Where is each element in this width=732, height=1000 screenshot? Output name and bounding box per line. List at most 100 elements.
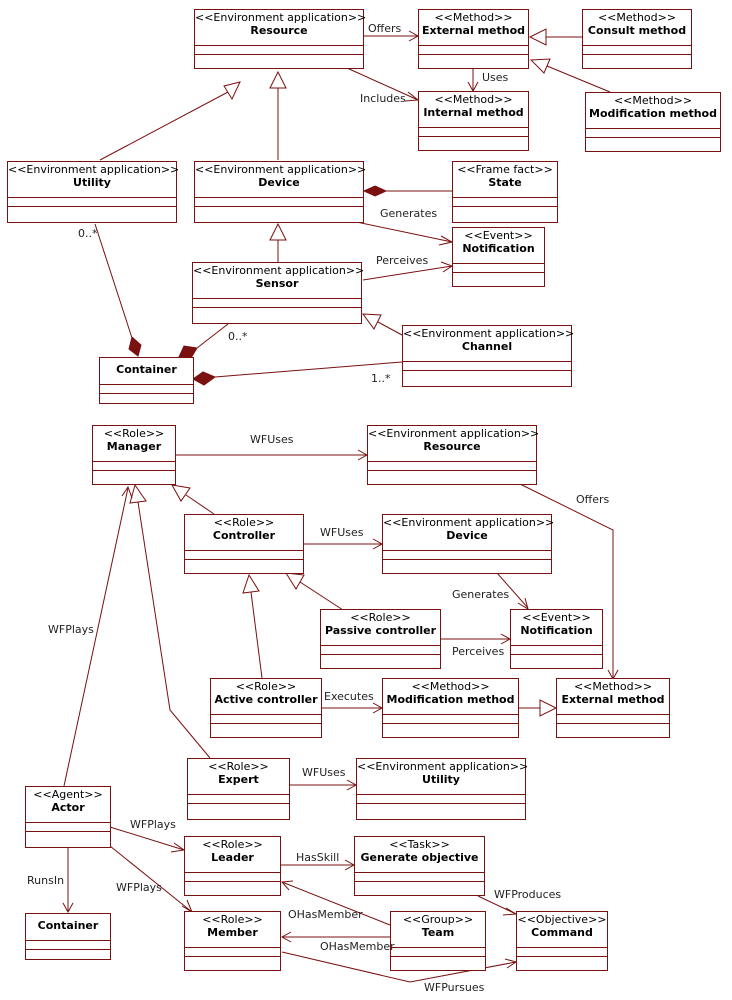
- attributes-compartment: [93, 462, 175, 471]
- label-generates: Generates: [380, 207, 438, 220]
- class-channel[interactable]: <<Environment application>>Channel: [402, 325, 574, 387]
- utility-generalization: [99, 91, 229, 161]
- class-generate-objective[interactable]: <<Task>>Generate objective: [354, 836, 485, 896]
- attributes-compartment: [419, 46, 528, 55]
- attributes-compartment: [453, 198, 557, 207]
- class-member[interactable]: <<Role>>Member: [184, 911, 281, 971]
- attributes-compartment: [26, 941, 110, 950]
- class-external-method[interactable]: <<Method>>External method: [556, 678, 670, 738]
- composition-diamond: [192, 371, 217, 386]
- generalization-triangle: [269, 222, 287, 241]
- attributes-compartment: [583, 46, 691, 55]
- class-command[interactable]: <<Objective>>Command: [516, 911, 608, 971]
- class-notification[interactable]: <<Event>>Notification: [452, 227, 545, 287]
- label-generates: Generates: [452, 588, 510, 601]
- generalization-triangle: [285, 572, 305, 590]
- attributes-compartment: [517, 948, 607, 957]
- attributes-compartment: [383, 551, 551, 560]
- controller-generalization: [185, 494, 215, 515]
- stereotype: <<Method>>: [573, 680, 653, 693]
- class-device[interactable]: <<Environment application>>Device: [382, 514, 555, 574]
- offers-connector: [519, 483, 614, 678]
- label-wfpursues: WFPursues: [424, 981, 485, 994]
- class-internal-method[interactable]: <<Method>>Internal method: [418, 91, 529, 151]
- perceives-connector: [362, 265, 453, 281]
- wfplays-connector: [109, 845, 193, 913]
- class-active-controller[interactable]: <<Role>>Active controller: [210, 678, 322, 738]
- class-consult-method[interactable]: <<Method>>Consult method: [582, 9, 692, 69]
- stereotype: <<Environment application>>: [357, 760, 529, 773]
- stereotype: <<Method>>: [411, 680, 490, 693]
- generalization-triangle: [361, 313, 382, 330]
- label-wfuses: WFUses: [250, 433, 294, 446]
- generalization-triangle: [223, 81, 241, 101]
- active-generalization: [250, 591, 263, 679]
- includes-connector: [346, 67, 419, 101]
- attributes-compartment: [403, 362, 571, 371]
- class-device[interactable]: <<Environment application>>Device: [194, 161, 366, 223]
- composition-diamond: [128, 336, 142, 357]
- class-expert[interactable]: <<Role>>Expert: [187, 758, 290, 820]
- class-name: Container: [37, 919, 99, 932]
- class-name: Container: [116, 363, 177, 376]
- stereotype: <<Role>>: [103, 427, 165, 440]
- attributes-compartment: [185, 551, 303, 560]
- label-hasskill: HasSkill: [296, 851, 340, 864]
- stereotype: <<Environment application>>: [383, 516, 555, 529]
- label-wfproduces: WFProduces: [494, 888, 562, 901]
- class-name: External method: [561, 693, 665, 706]
- stereotype: <<Method>>: [613, 94, 693, 107]
- class-passive-controller[interactable]: <<Role>>Passive controller: [320, 609, 441, 669]
- stereotype: <<Frame fact>>: [457, 163, 553, 176]
- class-name: Notification: [462, 242, 535, 255]
- includes-arrowhead: [404, 91, 420, 102]
- stereotype: <<Method>>: [434, 11, 513, 24]
- wfplays-arrowhead: [121, 485, 133, 499]
- class-name: Manager: [106, 440, 162, 453]
- class-name: Channel: [461, 340, 513, 353]
- attributes-compartment: [453, 264, 544, 273]
- class-state[interactable]: <<Frame fact>>State: [452, 161, 558, 223]
- class-team[interactable]: <<Group>>Team: [390, 911, 486, 971]
- label-offers: Offers: [368, 22, 402, 35]
- class-name: Internal method: [423, 106, 524, 119]
- class-external-method[interactable]: <<Method>>External method: [418, 9, 529, 69]
- multiplicity-channel: 1..*: [371, 372, 391, 385]
- label-perceives: Perceives: [376, 254, 429, 267]
- class-actor[interactable]: <<Agent>>Actor: [25, 786, 111, 848]
- generalization-triangle: [269, 70, 287, 89]
- class-name: Member: [207, 926, 258, 939]
- class-manager[interactable]: <<Role>>Manager: [92, 425, 176, 485]
- stereotype: <<Event>>: [522, 611, 591, 624]
- class-resource[interactable]: <<Environment application>>Resource: [367, 425, 540, 485]
- class-resource[interactable]: <<Environment application>>Resource: [194, 9, 366, 69]
- class-container[interactable]: Container: [99, 357, 194, 404]
- class-name: Utility: [73, 176, 111, 189]
- class-utility[interactable]: <<Environment application>>Utility: [356, 758, 529, 820]
- generalization-triangle: [529, 58, 551, 74]
- generates-connector: [496, 572, 529, 609]
- expert-generalization: [137, 501, 211, 759]
- attributes-compartment: [195, 198, 363, 207]
- class-container[interactable]: Container: [25, 913, 111, 960]
- stereotype: <<Environment application>>: [8, 163, 180, 176]
- generalization-triangle: [539, 699, 558, 717]
- class-name: Consult method: [587, 24, 687, 37]
- class-modification-method[interactable]: <<Method>>Modification method: [382, 678, 519, 738]
- stereotype: <<Environment application>>: [368, 427, 540, 440]
- class-name: Passive controller: [324, 624, 437, 637]
- class-sensor[interactable]: <<Environment application>>Sensor: [192, 262, 364, 324]
- class-name: Resource: [250, 24, 308, 37]
- stereotype: <<Task>>: [389, 838, 450, 851]
- class-modification-method[interactable]: <<Method>>Modification method: [585, 92, 721, 152]
- class-notification[interactable]: <<Event>>Notification: [510, 609, 603, 669]
- class-controller[interactable]: <<Role>>Controller: [184, 514, 304, 574]
- class-name: Expert: [218, 773, 259, 786]
- label-offers: Offers: [576, 493, 610, 506]
- label-ohasmember: OHasMember: [288, 908, 363, 921]
- channel-generalization: [377, 321, 403, 336]
- class-utility[interactable]: <<Environment application>>Utility: [7, 161, 180, 223]
- attributes-compartment: [383, 715, 518, 724]
- class-leader[interactable]: <<Role>>Leader: [184, 836, 281, 896]
